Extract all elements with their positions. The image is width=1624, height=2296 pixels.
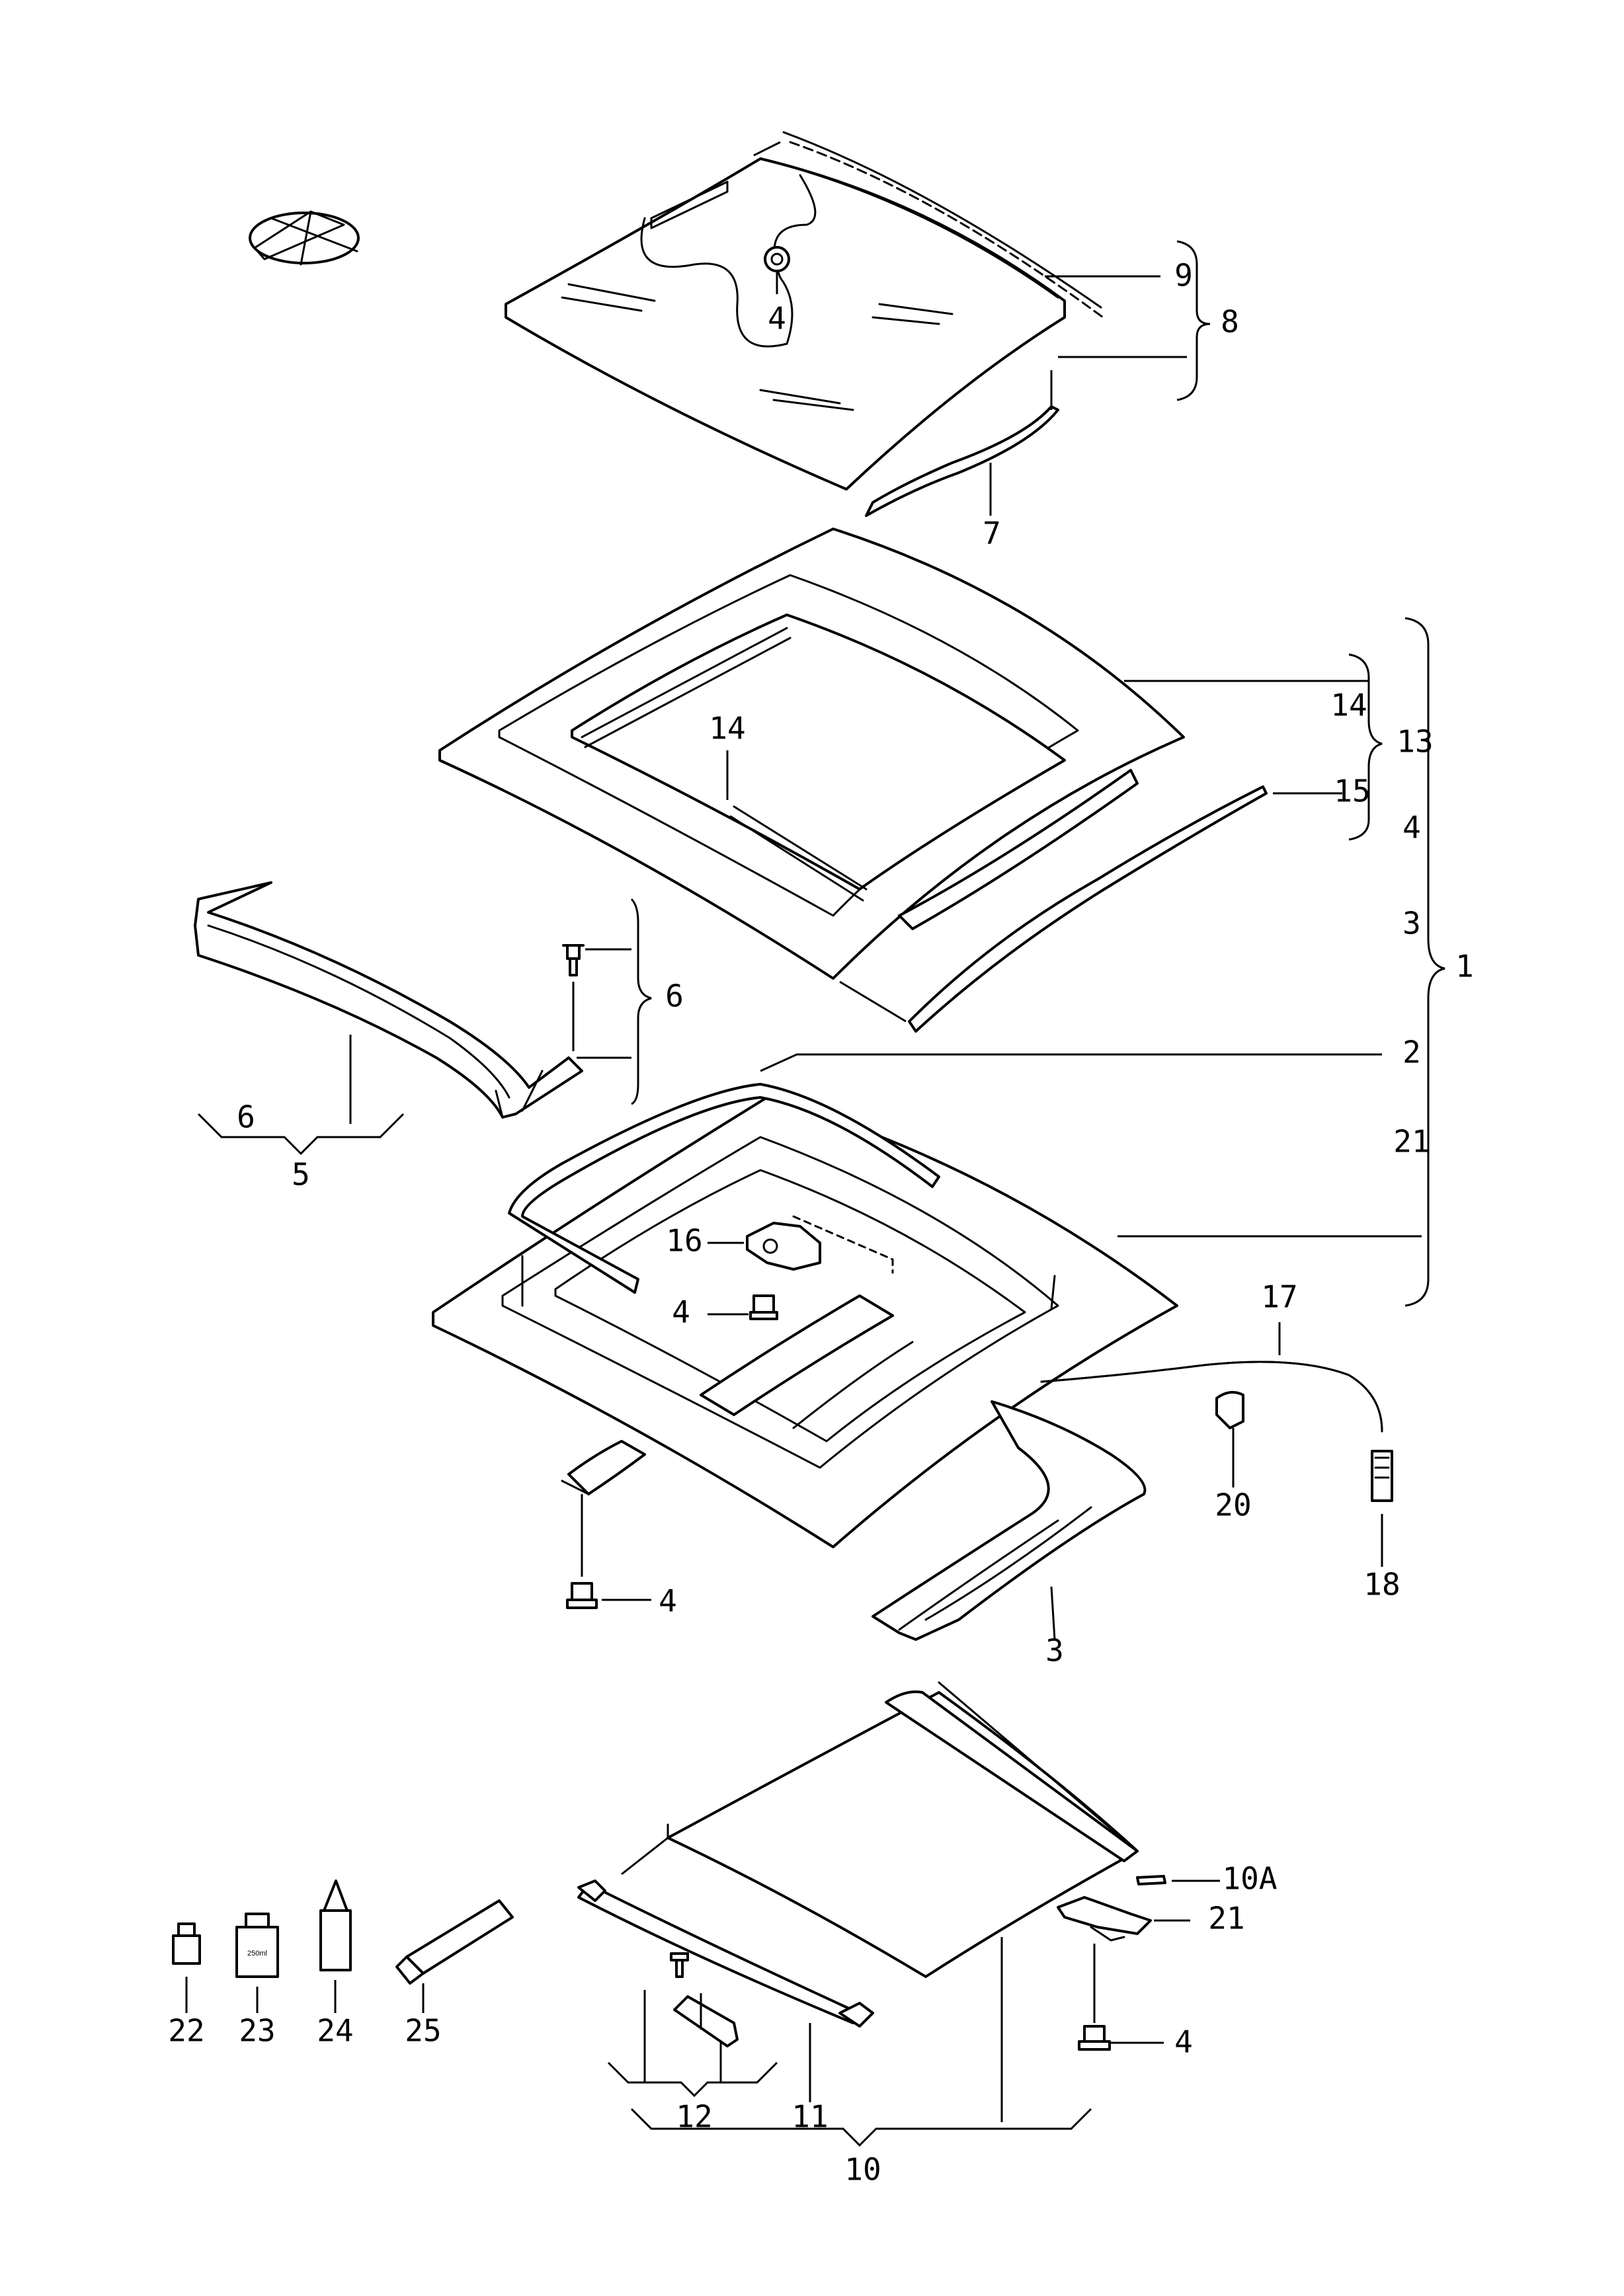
callout-16[interactable]: 16 xyxy=(666,1223,702,1259)
roof-opening-seal-strip xyxy=(898,769,1139,930)
callout-6-left[interactable]: 6 xyxy=(237,1099,255,1135)
shade-guide-pin-icon xyxy=(1136,1875,1220,1885)
callout-4-bolt-right[interactable]: 4 xyxy=(1174,2024,1193,2060)
callout-10A[interactable]: 10A xyxy=(1222,1861,1277,1897)
callout-22[interactable]: 22 xyxy=(168,2013,204,2049)
callout-5[interactable]: 5 xyxy=(292,1157,310,1193)
callout-21-bottom[interactable]: 21 xyxy=(1208,1901,1244,1936)
grease-jar-icon: 250ml xyxy=(235,1913,279,2013)
frame-motor-icon xyxy=(746,1215,894,1274)
callout-4-right[interactable]: 4 xyxy=(1402,810,1421,846)
callout-15[interactable]: 15 xyxy=(1334,773,1370,809)
frame-side-rail xyxy=(872,1400,1147,1641)
sunshade-front-bar xyxy=(577,1880,874,2028)
adhesive-bottle-icon xyxy=(319,1880,352,2013)
callout-25[interactable]: 25 xyxy=(405,2013,441,2049)
hose-clip-icon xyxy=(1215,1391,1244,1487)
callout-2[interactable]: 2 xyxy=(1402,1035,1421,1070)
shade-handle-icon xyxy=(673,1995,739,2047)
callout-3-rail[interactable]: 3 xyxy=(1045,1633,1064,1669)
jar-volume-label: 250ml xyxy=(247,1950,267,1958)
callout-4-bolt-mid[interactable]: 4 xyxy=(672,1294,690,1330)
callout-1[interactable]: 1 xyxy=(1455,949,1474,984)
glass-edge-seal xyxy=(782,131,1104,319)
callout-20[interactable]: 20 xyxy=(1215,1487,1251,1523)
callout-8[interactable]: 8 xyxy=(1221,304,1239,340)
callout-24[interactable]: 24 xyxy=(317,2013,353,2049)
roof-rear-seal-strip xyxy=(908,785,1268,1033)
callout-14-center[interactable]: 14 xyxy=(709,711,745,746)
frame-bolt-bottom-icon xyxy=(566,1582,651,1609)
roof-panel xyxy=(438,528,1185,980)
callout-9[interactable]: 9 xyxy=(1174,258,1193,294)
callout-3-right[interactable]: 3 xyxy=(1402,906,1421,941)
shade-handle-screw-icon xyxy=(670,1952,689,1978)
callout-10[interactable]: 10 xyxy=(844,2152,881,2188)
shade-rear-guide-icon xyxy=(1057,1896,1190,1942)
callout-13[interactable]: 13 xyxy=(1397,724,1433,760)
callout-4-glass[interactable]: 4 xyxy=(768,301,786,336)
callout-7[interactable]: 7 xyxy=(983,516,1001,551)
callout-4-bolt-bottom[interactable]: 4 xyxy=(659,1583,677,1619)
callout-17[interactable]: 17 xyxy=(1261,1279,1297,1315)
frame-bolt-mid-icon xyxy=(708,1294,778,1320)
frame-front-mount-icon xyxy=(561,1440,646,1577)
brand-logo-icon xyxy=(249,210,360,266)
callout-23[interactable]: 23 xyxy=(239,2013,275,2049)
callout-14-right[interactable]: 14 xyxy=(1330,688,1367,723)
glass-wind-deflector-strip xyxy=(865,405,1059,517)
brace-screw-icon xyxy=(562,944,631,1059)
hose-valve-icon xyxy=(1371,1450,1393,1567)
callout-21-right[interactable]: 21 xyxy=(1393,1124,1430,1160)
sunshade-panel xyxy=(667,1681,1139,1978)
callout-18[interactable]: 18 xyxy=(1363,1567,1400,1603)
glass-sunroof-panel xyxy=(505,157,1066,491)
callout-6-brace[interactable]: 6 xyxy=(665,978,684,1014)
sealant-small-bottle-icon xyxy=(172,1922,201,2013)
sealant-tube-icon xyxy=(395,1899,514,2013)
front-brace xyxy=(194,881,583,1119)
sunroof-frame xyxy=(432,1096,1178,1548)
drain-hose xyxy=(1040,1361,1383,1433)
frame-front-seal-loop xyxy=(508,1083,940,1294)
shade-bolt-right-icon xyxy=(1078,1944,1164,2051)
glass-bolt-icon xyxy=(764,246,790,294)
